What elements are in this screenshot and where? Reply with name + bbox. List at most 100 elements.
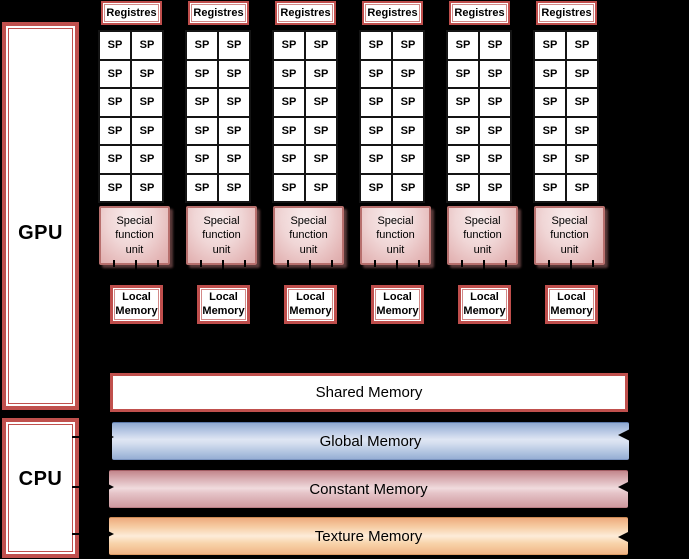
sfu-bottom-tick — [309, 260, 311, 267]
local-memory-box: Local Memory — [371, 285, 424, 324]
sp-cell: SP — [274, 32, 304, 59]
sp-cell: SP — [480, 174, 510, 201]
special-function-unit-box: Special function unit — [99, 206, 170, 265]
sp-cell: SP — [567, 89, 597, 116]
special-function-unit-label: Special function unit — [115, 215, 154, 256]
special-function-unit-box: Special function unit — [360, 206, 431, 265]
sp-cell: SP — [535, 146, 565, 173]
sp-cell: SP — [274, 60, 304, 87]
sp-cell: SP — [219, 32, 249, 59]
sp-cell: SP — [535, 174, 565, 201]
sp-cell: SP — [448, 89, 478, 116]
registers-label: Registres — [106, 7, 157, 19]
sfu-bottom-tick — [222, 260, 224, 267]
cpu-to-constant-arrowhead-icon — [102, 481, 114, 493]
local-memory-label: Local Memory — [202, 290, 245, 317]
special-function-unit-box: Special function unit — [273, 206, 344, 265]
special-function-unit-label: Special function unit — [463, 215, 502, 256]
sfu-bottom-tick — [287, 260, 289, 267]
sp-cell: SP — [567, 146, 597, 173]
sp-cell: SP — [306, 117, 336, 144]
sp-cell: SP — [535, 89, 565, 116]
local-memory-label: Local Memory — [376, 290, 419, 317]
gpu-label: GPU — [18, 221, 63, 244]
global-memory-label: Global Memory — [319, 432, 422, 450]
sfu-to-local-memory-connector — [222, 264, 224, 285]
special-function-unit-box: Special function unit — [534, 206, 605, 265]
registers-box: Registres — [362, 1, 423, 25]
cpu-to-global-arrow-line — [72, 436, 104, 438]
cpu-to-texture-arrowhead-icon — [102, 528, 114, 540]
constant-memory-bar: Constant Memory — [109, 470, 628, 508]
sp-cell: SP — [393, 32, 423, 59]
sp-cell: SP — [100, 174, 130, 201]
registers-box: Registres — [275, 1, 336, 25]
sp-cell: SP — [480, 146, 510, 173]
registers-label: Registres — [367, 7, 418, 19]
sp-cell: SP — [393, 89, 423, 116]
sp-cell: SP — [187, 60, 217, 87]
local-memory-box: Local Memory — [110, 285, 163, 324]
sfu-bottom-tick — [135, 260, 137, 267]
global-memory-bar: Global Memory — [112, 422, 629, 460]
sfu-bottom-tick — [461, 260, 463, 267]
sp-cell: SP — [567, 32, 597, 59]
sfu-bottom-tick — [505, 260, 507, 267]
sp-cell: SP — [187, 32, 217, 59]
sp-cell: SP — [306, 89, 336, 116]
special-function-unit-box: Special function unit — [186, 206, 257, 265]
sfu-to-local-memory-connector — [396, 264, 398, 285]
sp-cell: SP — [361, 32, 391, 59]
special-function-unit-label: Special function unit — [289, 215, 328, 256]
sp-cell: SP — [306, 146, 336, 173]
sfu-bottom-tick — [483, 260, 485, 267]
special-function-unit-box: Special function unit — [447, 206, 518, 265]
sfu-bottom-tick — [396, 260, 398, 267]
shared-memory-bar: Shared Memory — [110, 373, 628, 412]
sp-cell: SP — [393, 146, 423, 173]
sp-cell: SP — [535, 32, 565, 59]
sp-cell: SP — [393, 174, 423, 201]
registers-label: Registres — [280, 7, 331, 19]
cpu-to-global-arrowhead-icon — [102, 431, 114, 443]
sfu-to-local-memory-connector — [309, 264, 311, 285]
sfu-bottom-tick — [200, 260, 202, 267]
local-memory-box: Local Memory — [458, 285, 511, 324]
sp-cell: SP — [361, 60, 391, 87]
sp-cell: SP — [448, 32, 478, 59]
sp-cell: SP — [361, 117, 391, 144]
sp-cell: SP — [100, 32, 130, 59]
registers-box: Registres — [101, 1, 162, 25]
sp-cell: SP — [480, 32, 510, 59]
sp-cell: SP — [132, 60, 162, 87]
sp-cell: SP — [306, 32, 336, 59]
sp-cell: SP — [219, 174, 249, 201]
registers-label: Registres — [541, 7, 592, 19]
sp-cell: SP — [480, 89, 510, 116]
sp-cell: SP — [306, 174, 336, 201]
cpu-to-texture-arrow-line — [72, 533, 104, 535]
sfu-bottom-tick — [570, 260, 572, 267]
cpu-box: CPU — [2, 418, 79, 558]
sfu-bottom-tick — [418, 260, 420, 267]
special-function-unit-label: Special function unit — [202, 215, 241, 256]
sfu-bottom-tick — [592, 260, 594, 267]
sp-cell: SP — [219, 60, 249, 87]
sp-cell: SP — [448, 117, 478, 144]
special-function-unit-label: Special function unit — [376, 215, 415, 256]
constant-right-arrowhead-icon — [618, 481, 630, 493]
sp-cell: SP — [274, 117, 304, 144]
sp-cell: SP — [448, 146, 478, 173]
texture-memory-label: Texture Memory — [314, 527, 423, 545]
sp-cell: SP — [100, 117, 130, 144]
sp-cell: SP — [567, 174, 597, 201]
sp-cell: SP — [535, 117, 565, 144]
